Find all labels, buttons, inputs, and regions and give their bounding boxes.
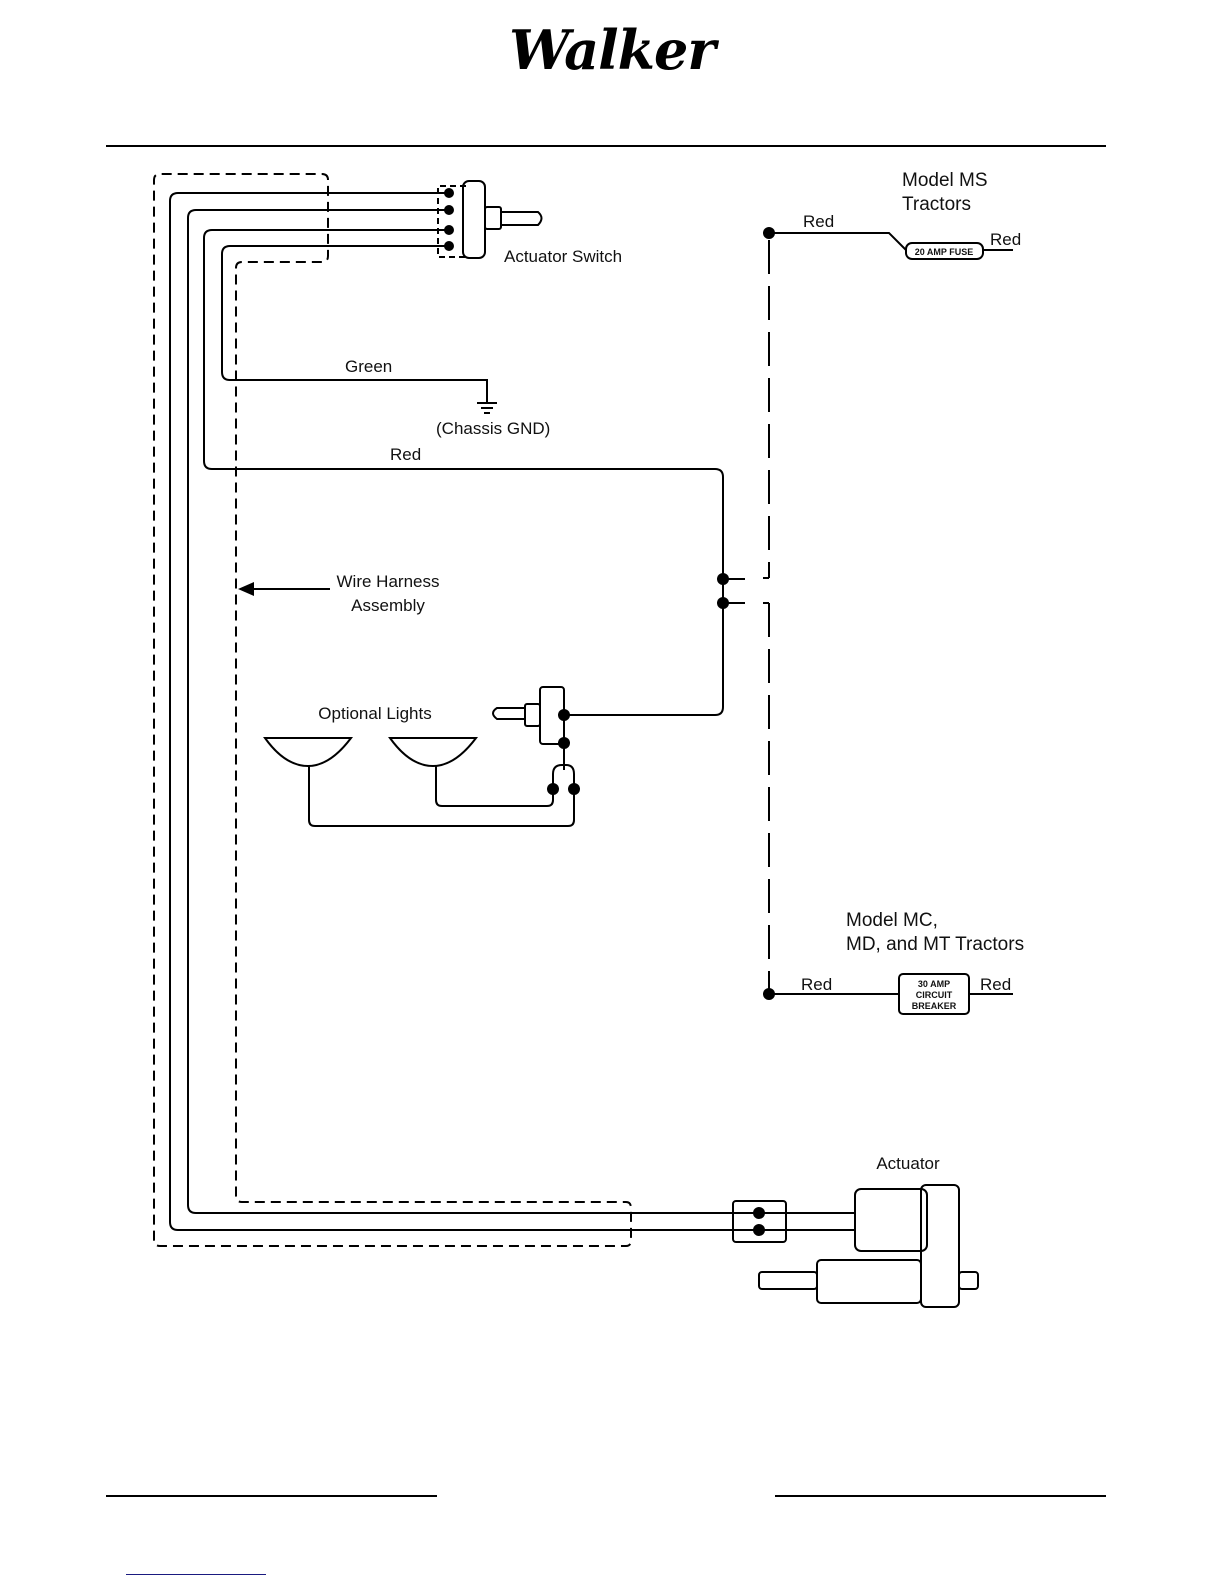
footer-rule-left [106, 1495, 437, 1497]
label-breaker-red-in: Red [801, 975, 832, 994]
actuator-switch-body [462, 180, 486, 259]
wire-green [221, 245, 488, 402]
circuit-breaker-30-amp [898, 973, 970, 1015]
header-rule [106, 145, 1106, 147]
label-optional-lights: Optional Lights [318, 704, 431, 723]
wire-2 [187, 209, 855, 1214]
label-fuse-red-out: Red [990, 230, 1021, 249]
wire-red-main [203, 229, 724, 716]
label-fuse: 20 AMP FUSE [915, 247, 974, 257]
actuator-tube [816, 1259, 922, 1304]
lamp-left [263, 737, 354, 768]
footer-link-underline[interactable] [126, 1574, 266, 1575]
actuator-connector [732, 1200, 787, 1243]
label-harness-2: Assembly [351, 596, 425, 615]
label-model-ms-2: Tractors [902, 194, 971, 215]
actuator-rod [758, 1271, 818, 1290]
label-red-main: Red [390, 445, 421, 464]
actuator-motor [854, 1188, 928, 1252]
fuse-20-amp [905, 242, 984, 260]
label-breaker-2: CIRCUIT [916, 990, 953, 1000]
label-harness-1: Wire Harness [337, 572, 440, 591]
switch-enclosure [437, 185, 466, 258]
actuator-gearbox [920, 1184, 960, 1308]
label-model-ms-1: Model MS [902, 170, 988, 191]
label-actuator-switch: Actuator Switch [504, 247, 622, 266]
label-breaker-1: 30 AMP [918, 979, 950, 989]
label-chassis-gnd: (Chassis GND) [436, 419, 550, 438]
label-fuse-red-in: Red [803, 212, 834, 231]
label-breaker-3: BREAKER [912, 1001, 957, 1011]
label-model-mc-2: MD, and MT Tractors [846, 934, 1024, 955]
label-breaker-red-out: Red [980, 975, 1011, 994]
label-green: Green [345, 357, 392, 376]
label-actuator: Actuator [876, 1154, 940, 1173]
label-model-mc-1: Model MC, [846, 910, 938, 931]
wire-1 [169, 192, 855, 1231]
footer-rule-right [775, 1495, 1106, 1497]
harness-outline-outer [153, 173, 632, 1247]
walker-logo: Walker [509, 18, 716, 82]
lamp-right [388, 737, 479, 768]
